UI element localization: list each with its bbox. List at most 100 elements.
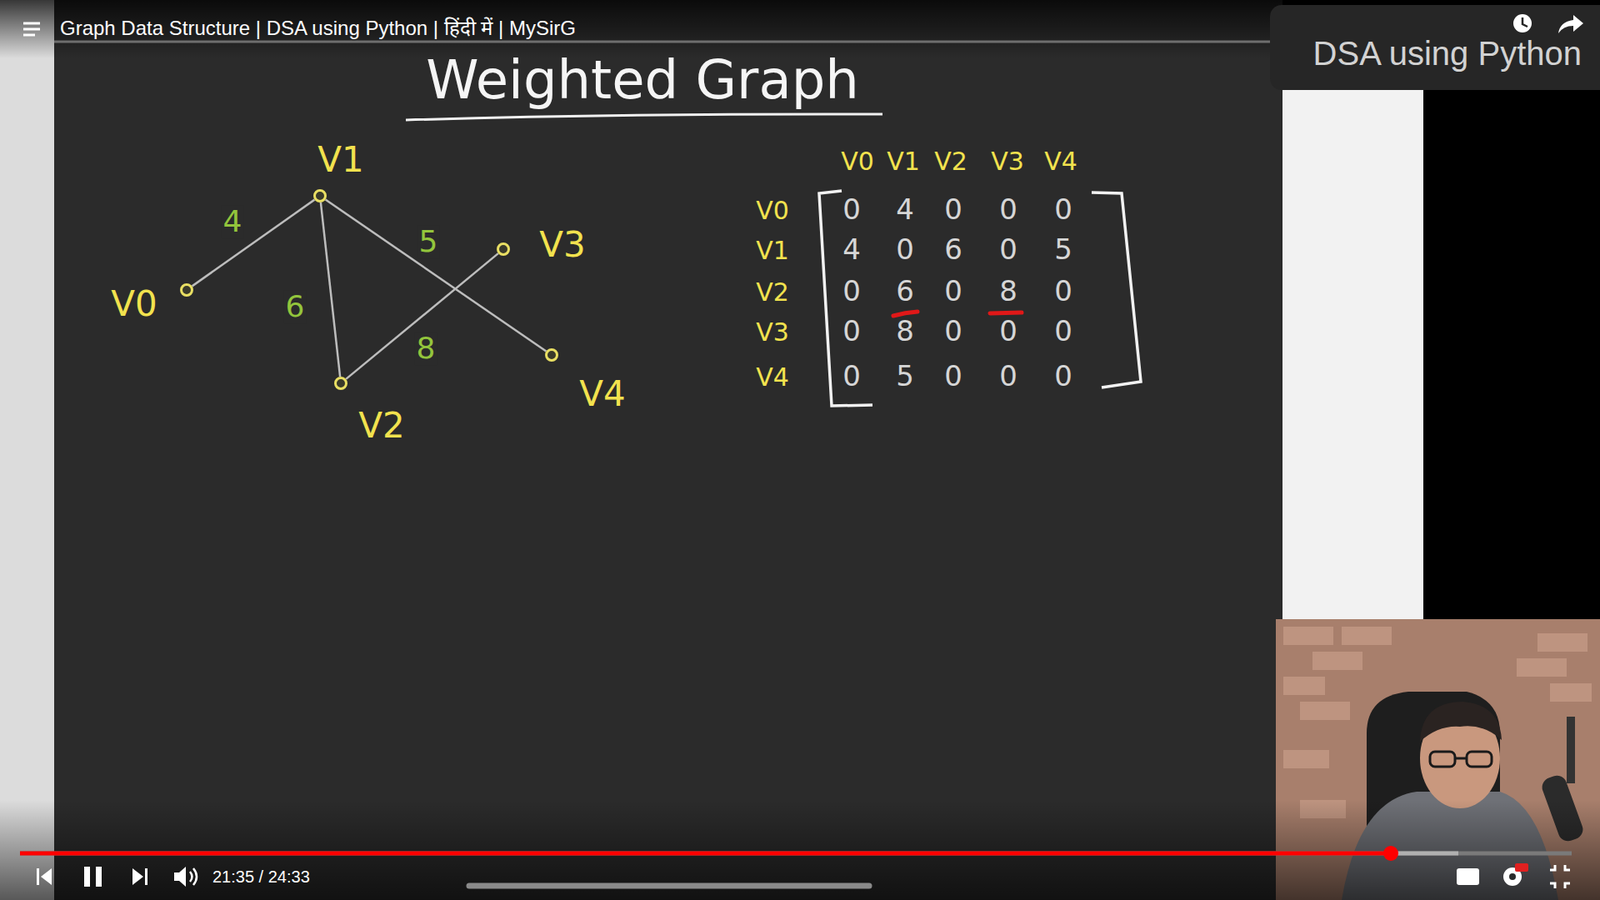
red-mark: [990, 312, 1022, 314]
decoration: [1300, 701, 1350, 720]
graph-vertex: V0: [180, 283, 194, 297]
decoration: [1455, 757, 1467, 760]
graph-vertex: V3: [496, 242, 510, 256]
graph-vertex: V4: [545, 348, 559, 362]
matrix-column-header: V0: [840, 147, 875, 175]
watermark-panel: [1270, 5, 1600, 90]
weighted-edge: [345, 253, 499, 380]
cc-icon: [1456, 868, 1480, 885]
decoration: [1466, 751, 1492, 767]
matrix-column-header: V2: [934, 147, 968, 175]
matrix-cell: 5: [1054, 234, 1073, 265]
settings-hole: [1509, 873, 1516, 880]
weighted-edge: [320, 202, 340, 377]
share-icon: [1558, 15, 1584, 34]
decoration: [1430, 751, 1492, 767]
decoration: [95, 866, 102, 887]
decoration: [145, 868, 148, 885]
title-underline: [405, 114, 883, 120]
fullscreen-icon: [1550, 865, 1570, 889]
board-title: Weighted Graph: [425, 50, 860, 110]
matrix-row-header: V1: [755, 236, 790, 265]
weighted-edge: [192, 200, 315, 287]
edge-weight: 4: [221, 205, 245, 239]
clock-icon: [1513, 14, 1532, 33]
progress-buffer: [1390, 851, 1459, 856]
decoration: [1550, 683, 1592, 702]
clock-hands: [1522, 17, 1528, 27]
matrix-cell: 0: [895, 234, 915, 265]
matrix-bracket: [1091, 192, 1141, 388]
decoration: [84, 866, 90, 887]
matrix-cell: 0: [842, 360, 861, 392]
decoration: [1283, 750, 1330, 769]
matrix-cell: 6: [944, 234, 963, 265]
right-strip: [1282, 40, 1424, 620]
matrix-cell: 6: [895, 275, 915, 307]
red-mark: [893, 311, 918, 316]
matrix-cell: 0: [1054, 360, 1073, 392]
decoration: [1341, 626, 1392, 645]
bottom-shade: [0, 800, 1600, 900]
matrix-cell: 0: [1054, 315, 1073, 347]
edge-weight: 5: [417, 225, 440, 259]
matrix-row-header: V3: [755, 318, 790, 346]
matrix-cell: 0: [842, 315, 861, 347]
scroll-bar: [469, 883, 870, 890]
hd-badge: [1515, 863, 1529, 872]
matrix-cell: 0: [944, 315, 963, 347]
video-title: Graph Data Structure | DSA using Python …: [60, 17, 576, 40]
decoration: [1312, 651, 1363, 670]
matrix-cell: 0: [944, 360, 963, 392]
matrix-cell: 0: [999, 194, 1018, 225]
matrix-cell: 0: [999, 234, 1018, 265]
matrix-column-header: V4: [1044, 147, 1078, 175]
matrix-bracket: [819, 190, 873, 406]
matrix-cell: 0: [1054, 194, 1073, 225]
blackboard: [54, 0, 1283, 900]
matrix-column-header: V3: [990, 147, 1025, 175]
volume-waves: [190, 868, 197, 885]
decoration: [1566, 716, 1575, 784]
matrix-cell: 0: [842, 275, 861, 307]
matrix-cell: 4: [842, 234, 861, 265]
decoration: [23, 22, 40, 25]
decoration: [36, 868, 40, 885]
matrix-cell: 0: [944, 275, 963, 307]
matrix-cell: 8: [999, 275, 1018, 307]
decoration: [23, 34, 35, 37]
matrix-row-header: V2: [755, 278, 790, 306]
matrix-cell: 5: [895, 360, 915, 392]
decoration: [1283, 626, 1334, 645]
vertex-label: V4: [579, 375, 625, 414]
channel-watermark: DSA using Python: [1313, 35, 1582, 72]
edge-weight: 8: [415, 331, 438, 365]
decoration: [1516, 658, 1567, 677]
vertex-label: V3: [539, 225, 585, 265]
matrix-cell: 0: [999, 360, 1018, 392]
matrix-cell: 4: [895, 194, 915, 225]
vertex-label: V1: [317, 140, 364, 180]
matrix-cell: 0: [842, 194, 861, 225]
decoration: [132, 868, 144, 885]
decoration: [1430, 751, 1455, 767]
matrix-cell: 0: [944, 194, 963, 225]
graph-vertex: V2: [334, 376, 348, 390]
progress-played: [20, 851, 1391, 856]
decoration: [174, 866, 186, 887]
decoration: [1537, 633, 1588, 652]
progress-track: [20, 851, 1572, 856]
matrix-row-header: V0: [755, 196, 790, 225]
matrix-column-header: V1: [886, 147, 920, 175]
decoration: [23, 28, 40, 31]
graph-vertex: V1: [313, 189, 327, 203]
matrix-cell: 0: [999, 315, 1018, 347]
decoration: [1420, 701, 1502, 742]
vertex-label: V2: [358, 406, 405, 445]
vertex-label: V0: [110, 285, 157, 324]
matrix-cell: 0: [1054, 275, 1073, 307]
